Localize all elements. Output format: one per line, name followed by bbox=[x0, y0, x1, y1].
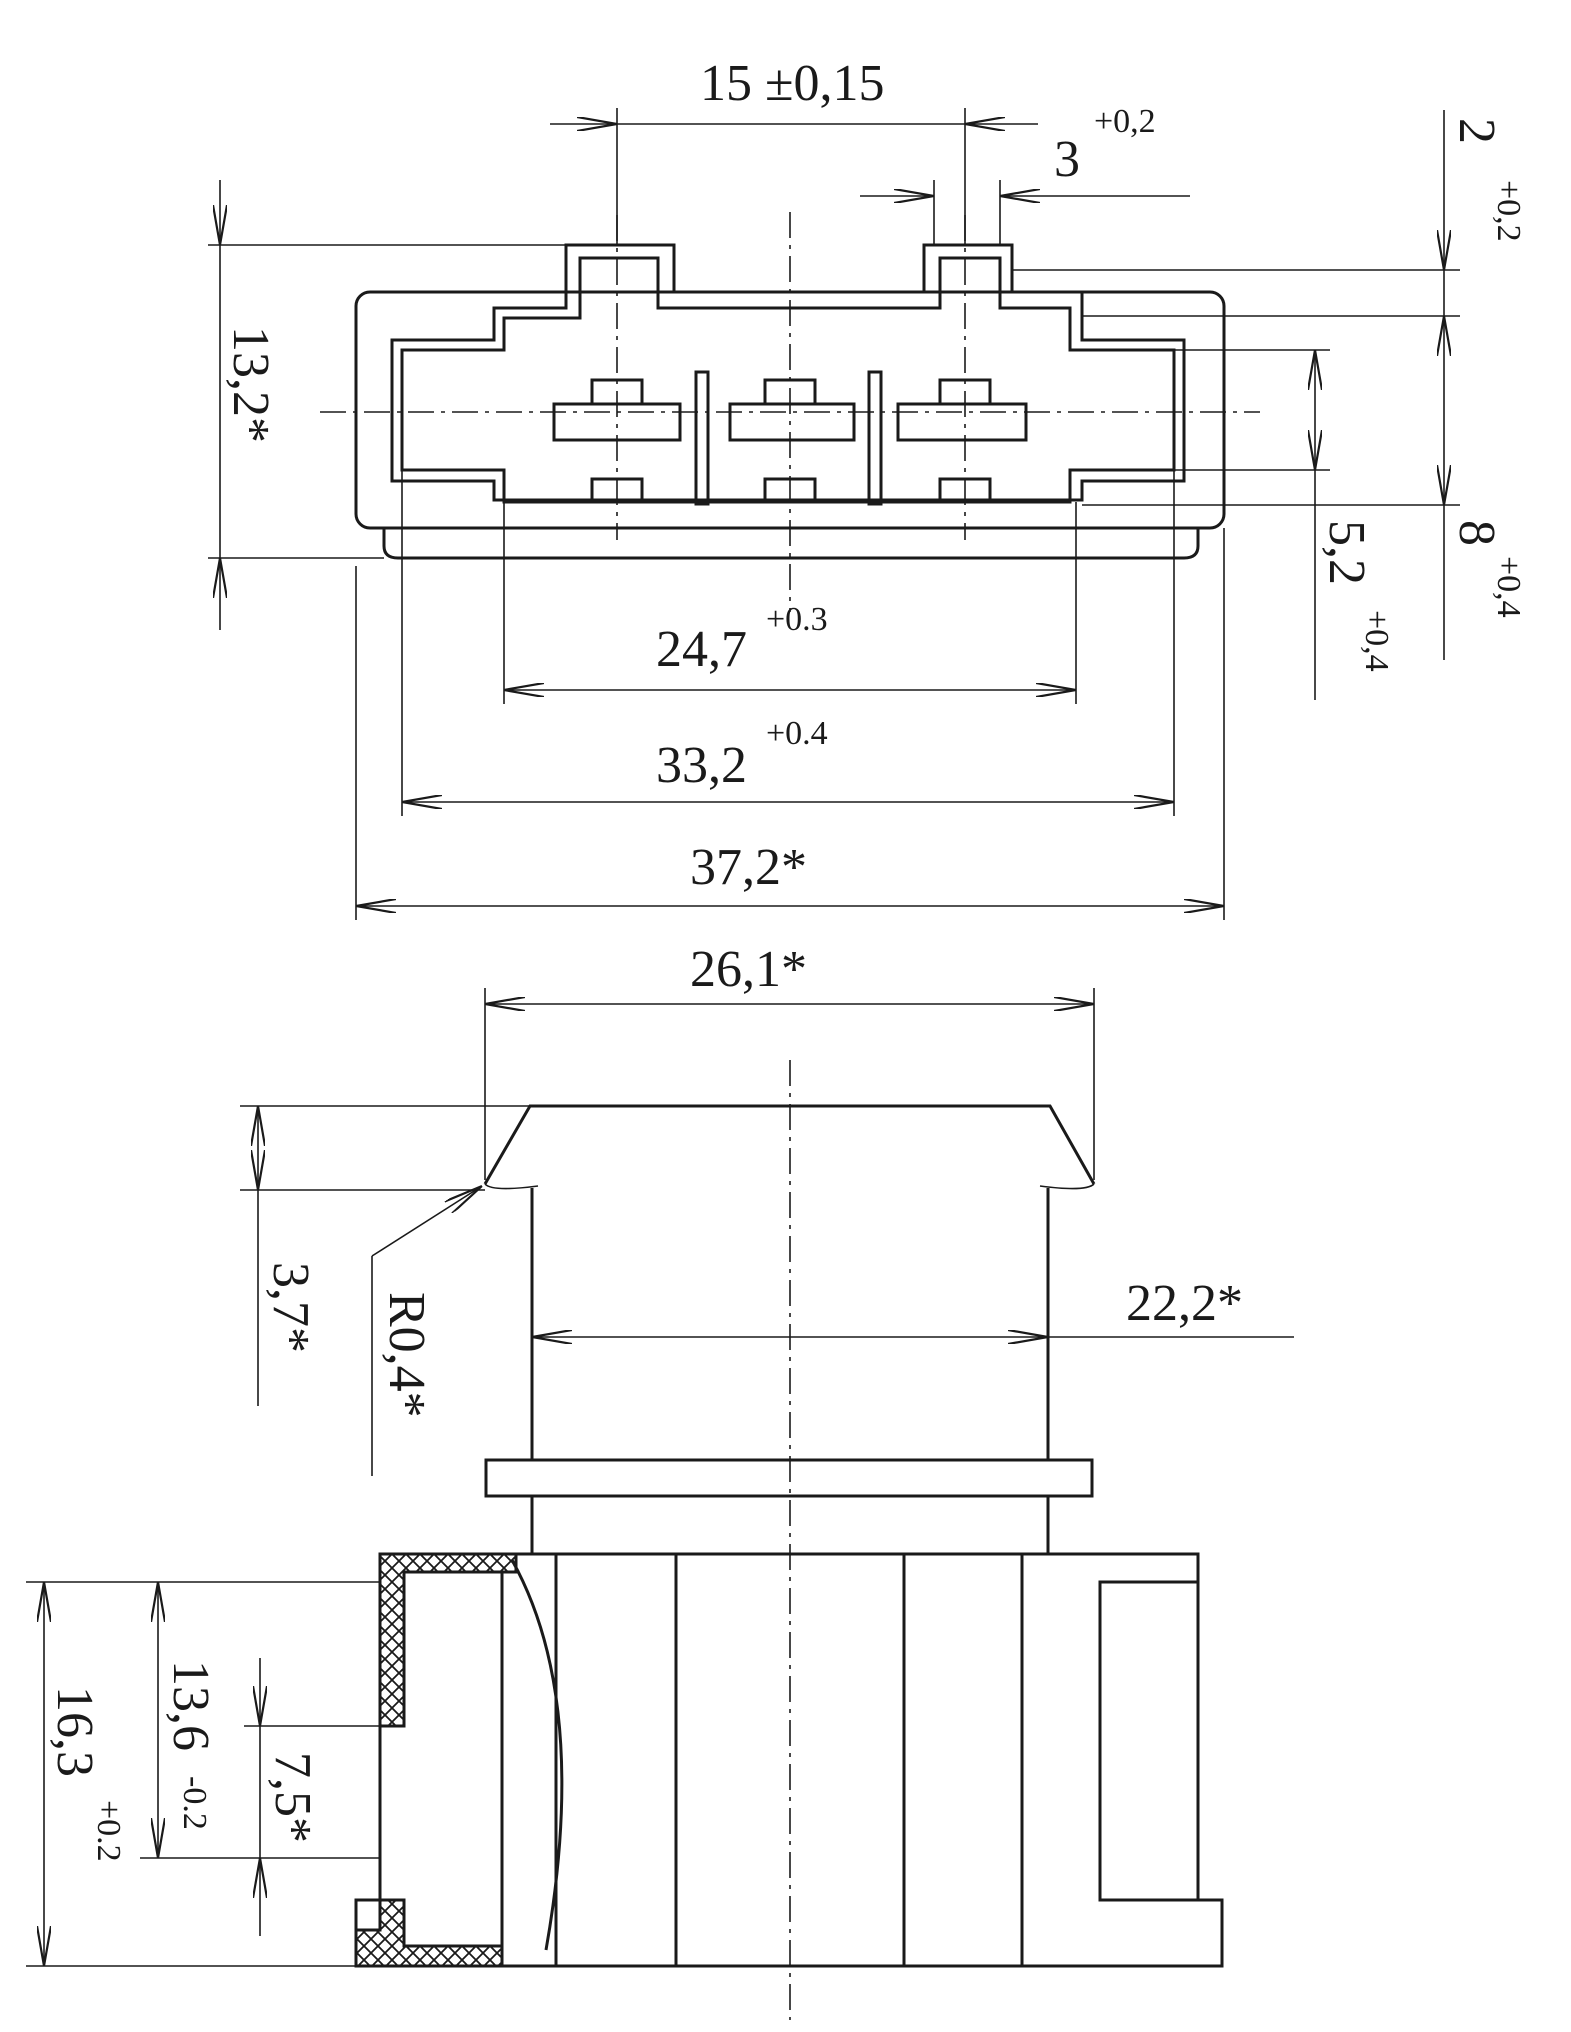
terminal-right bbox=[896, 378, 1028, 503]
dim-3-tolerance: +0,2 bbox=[1094, 103, 1156, 140]
side-view: 26,1* 3,7* R0,4* 22,2* 16,3 +0.2 13,6 -0… bbox=[26, 941, 1294, 2020]
dim-3-7: 3,7* bbox=[262, 1262, 319, 1353]
dim-37-2: 37,2* bbox=[690, 839, 807, 896]
flange bbox=[484, 1458, 1094, 1498]
dim-16-3-value: 16,3 bbox=[46, 1686, 103, 1777]
dim-7-5: 7,5* bbox=[264, 1752, 321, 1843]
partition-right bbox=[867, 370, 883, 506]
dim-r0-4: R0,4* bbox=[378, 1292, 435, 1418]
dim-15: 15 ±0,15 bbox=[700, 55, 885, 112]
dim-13-2: 13,2* bbox=[222, 326, 279, 443]
cap-left-lip bbox=[484, 1183, 539, 1190]
top-view: 15 ±0,15 3 +0,2 13,2* 2 +0,2 8 +0,4 5, bbox=[208, 55, 1527, 920]
dim-16-3-tolerance: +0.2 bbox=[90, 1800, 127, 1862]
hatched-section bbox=[378, 1552, 518, 1728]
dim-8-value: 8 bbox=[1448, 520, 1505, 546]
dim-5-2-value: 5,2 bbox=[1318, 520, 1375, 585]
cavity-inner-profile bbox=[400, 256, 1176, 504]
dim-3-value: 3 bbox=[1054, 131, 1080, 188]
housing-lip bbox=[382, 528, 1200, 560]
dim-2-value: 2 bbox=[1448, 118, 1505, 144]
dim-24-7-value: 24,7 bbox=[656, 621, 747, 678]
cap-right-lip bbox=[1039, 1183, 1095, 1190]
dim-8-tolerance: +0,4 bbox=[1490, 556, 1527, 618]
hatched-section-bottom bbox=[354, 1898, 504, 1968]
terminal-center bbox=[728, 378, 856, 503]
dim-26-1: 26,1* bbox=[690, 941, 807, 998]
dim-22-2: 22,2* bbox=[1126, 1275, 1243, 1332]
dim-2-tolerance: +0,2 bbox=[1490, 180, 1527, 242]
side-window bbox=[1098, 1580, 1200, 1902]
dim-33-2-tolerance: +0.4 bbox=[766, 715, 828, 752]
dim-5-2-tolerance: +0,4 bbox=[1358, 610, 1395, 672]
dim-33-2-value: 33,2 bbox=[656, 737, 747, 794]
base-outline bbox=[354, 1552, 1224, 1968]
cavity-outer-profile bbox=[390, 243, 1186, 502]
partition-left bbox=[694, 370, 710, 506]
curved-element bbox=[510, 1559, 564, 1951]
dim-24-7-tolerance: +0.3 bbox=[766, 601, 828, 638]
dim-13-6-tolerance: -0.2 bbox=[176, 1776, 213, 1830]
dim-13-6-value: 13,6 bbox=[162, 1660, 219, 1751]
